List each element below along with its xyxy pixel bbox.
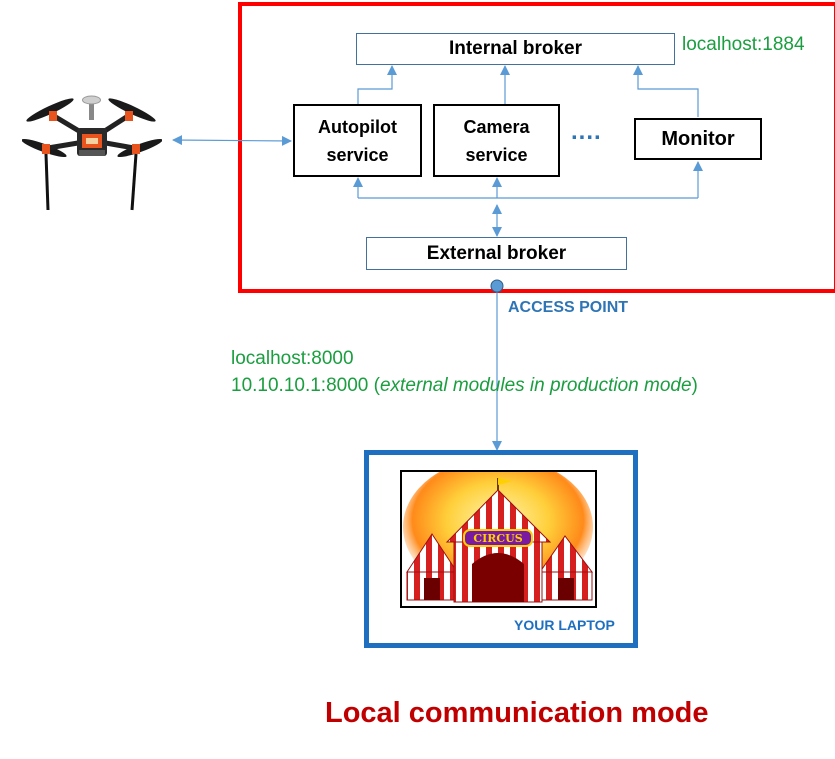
camera-label-line2: service [465, 144, 528, 165]
camera-service-node: Camera service [433, 104, 560, 177]
prod-close-text: ) [691, 375, 698, 396]
access-point-label: ACCESS POINT [508, 299, 629, 316]
internal-broker-node: Internal broker [356, 33, 675, 65]
laptop-label: YOUR LAPTOP [514, 617, 615, 633]
prod-addr-text: 10.10.10.1:8000 ( [231, 375, 380, 396]
external-broker-node: External broker [366, 237, 627, 270]
local-address-label: localhost:8000 [231, 348, 354, 369]
more-services-ellipsis: .... [571, 118, 602, 145]
access-point-dot [490, 279, 504, 293]
laptop-frame [364, 450, 638, 648]
autopilot-label-line2: service [326, 144, 389, 165]
circus-image-frame: CIRCUS [400, 470, 597, 608]
monitor-to-internal-connector [633, 65, 699, 117]
monitor-label: Monitor [661, 128, 735, 150]
monitor-node: Monitor [634, 118, 762, 160]
diagram-title: Local communication mode [325, 697, 709, 729]
drone-to-autopilot-connector [172, 135, 292, 146]
external-broker-label: External broker [426, 242, 567, 264]
internal-broker-label: Internal broker [448, 38, 583, 59]
production-address-label: 10.10.10.1:8000 (external modules in pro… [231, 375, 698, 397]
autopilot-service-node: Autopilot service [293, 104, 422, 177]
autopilot-to-internal-connector [357, 65, 397, 104]
circus-sign-text: CIRCUS [473, 532, 522, 545]
camera-label-line1: Camera [463, 116, 530, 137]
internal-port-label: localhost:1884 [682, 34, 805, 55]
drone-image [22, 95, 162, 211]
autopilot-label-line1: Autopilot [318, 116, 397, 137]
circus-tent-image: CIRCUS [403, 472, 593, 603]
prod-note-text: external modules in production mode [379, 375, 692, 396]
